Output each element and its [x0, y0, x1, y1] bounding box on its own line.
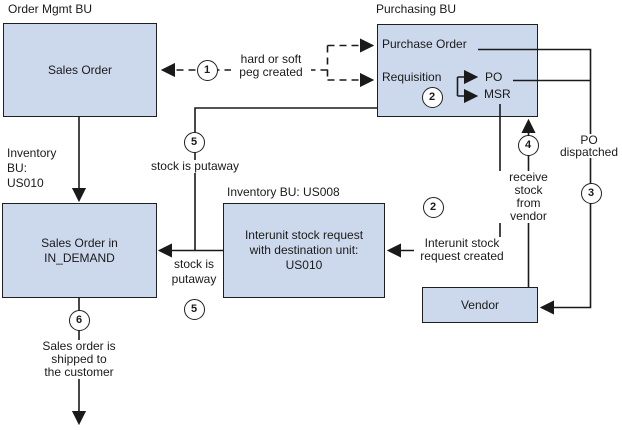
purchasing-bu-box	[377, 24, 538, 117]
inventory-bu-us010-label: Inventory BU: US010	[7, 146, 57, 190]
lane-label-inventory-bu-us008: Inventory BU: US008	[227, 185, 340, 199]
receive-stock-from-vendor-label: receive stock from vendor	[496, 171, 561, 223]
step-2-badge-requisition: 2	[421, 86, 443, 108]
sales-order-in-demand-box: Sales Order in IN_DEMAND	[2, 203, 157, 298]
step-5-badge-top: 5	[183, 131, 205, 153]
po-dispatched-label: PO dispatched	[551, 134, 622, 158]
step-3-badge: 3	[580, 182, 602, 204]
step-5-badge-bottom: 5	[183, 298, 205, 320]
stock-putaway-top-label: stock is putaway	[141, 160, 249, 173]
connector-purchasing-putaway-elbow	[194, 107, 377, 251]
step-2-badge-interunit: 2	[422, 196, 444, 218]
lane-label-order-mgmt-bu: Order Mgmt BU	[8, 2, 93, 16]
connector-purchaseorder-to-vendor	[478, 48, 592, 315]
step-4-badge: 4	[517, 134, 539, 156]
step-1-badge: 1	[196, 59, 218, 81]
interunit-stock-request-box: Interunit stock request with destination…	[223, 203, 385, 298]
lane-label-purchasing-bu: Purchasing BU	[376, 2, 457, 16]
vendor-box: Vendor	[422, 287, 538, 323]
interunit-request-created-label: Interunit stock request created	[414, 237, 510, 263]
msr-item: MSR	[484, 87, 511, 101]
po-item: PO	[485, 70, 503, 84]
sales-order-box: Sales Order	[3, 23, 157, 117]
step-6-badge: 6	[68, 309, 90, 331]
shipped-to-customer-label: Sales order is shipped to the customer	[25, 340, 133, 379]
connector-msr-to-interunit	[386, 104, 501, 258]
requisition-item: Requisition	[382, 70, 442, 84]
peg-created-label: hard or soft peg created	[231, 53, 311, 79]
purchase-order-item: Purchase Order	[382, 37, 467, 51]
stock-putaway-bottom-label: stock is putaway	[171, 257, 217, 286]
